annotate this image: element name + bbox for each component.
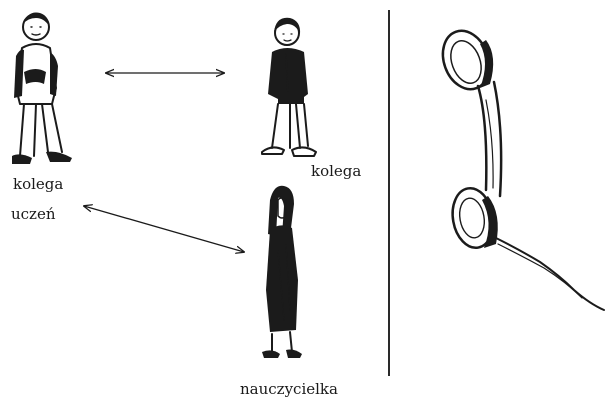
label-left-student-colleague: kolega (13, 177, 63, 192)
label-right-student: kolega (311, 164, 361, 179)
telephone-handset-icon (435, 24, 604, 310)
label-teacher: nauczycielka (240, 382, 338, 397)
label-left-student-pupil: uczeń (11, 207, 56, 222)
teacher-figure (262, 186, 302, 358)
right-student-figure (262, 18, 316, 156)
left-student-figure (12, 12, 72, 164)
arrow-student-teacher (84, 206, 244, 252)
